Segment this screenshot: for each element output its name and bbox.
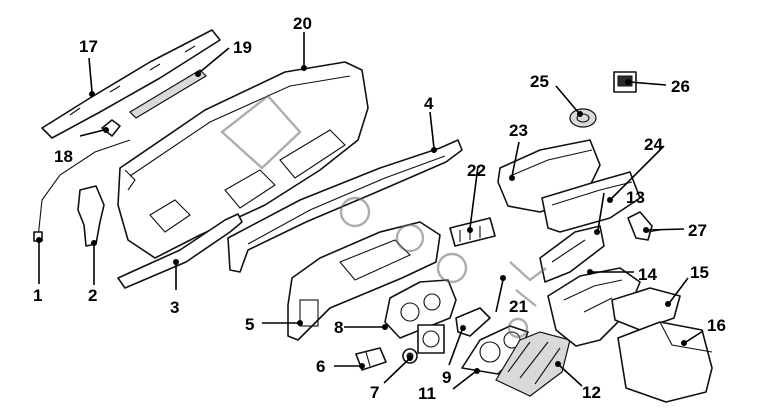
label-20: 20 xyxy=(293,14,312,33)
part-20-dashboard-shell xyxy=(117,61,369,259)
label-11: 11 xyxy=(418,384,436,403)
part-22-switch-block xyxy=(449,217,496,247)
label-27: 27 xyxy=(688,221,707,240)
part-27-key-cylinder xyxy=(627,211,661,241)
label-16: 16 xyxy=(707,316,726,335)
part-13-console-upper xyxy=(539,225,605,283)
part-24-glovebox-bin xyxy=(541,171,641,233)
label-25: 25 xyxy=(530,72,549,91)
part-number-labels: 1 2 3 4 5 6 7 8 9 11 12 13 14 15 16 17 1… xyxy=(33,14,726,403)
part-2-bracket xyxy=(77,185,105,247)
label-21: 21 xyxy=(509,297,528,316)
label-23: 23 xyxy=(509,121,528,140)
label-14: 14 xyxy=(638,265,657,284)
part-16-console-box xyxy=(617,321,713,403)
label-8: 8 xyxy=(334,318,343,337)
part-10-gauge-face xyxy=(417,324,445,354)
leader-lines xyxy=(38,32,704,390)
part-5-instrument-surround xyxy=(287,221,441,341)
part-25-round-cover xyxy=(569,108,597,128)
label-13: 13 xyxy=(626,188,645,207)
label-17: 17 xyxy=(79,37,98,56)
label-5: 5 xyxy=(245,315,254,334)
label-12: 12 xyxy=(582,383,601,402)
label-26: 26 xyxy=(671,77,690,96)
label-9: 9 xyxy=(442,368,451,387)
label-19: 19 xyxy=(233,38,252,57)
label-3: 3 xyxy=(170,298,179,317)
label-22: 22 xyxy=(467,161,486,180)
label-7: 7 xyxy=(370,383,379,402)
part-4-upper-cover xyxy=(227,139,463,273)
label-1: 1 xyxy=(33,286,42,305)
part-15-armrest-lid xyxy=(611,287,681,331)
leader-dots xyxy=(36,65,687,374)
part-17-defroster-duct xyxy=(41,29,221,139)
part-3-lower-trim xyxy=(117,213,243,289)
watermark xyxy=(220,94,547,339)
label-6: 6 xyxy=(316,357,325,376)
label-4: 4 xyxy=(424,94,434,113)
part-11-cluster-bezel xyxy=(461,325,529,375)
part-8-gauge-housing xyxy=(384,279,457,339)
label-24: 24 xyxy=(644,135,663,154)
label-15: 15 xyxy=(690,263,709,282)
label-18: 18 xyxy=(54,147,73,166)
part-18-small-vent xyxy=(101,119,121,137)
part-19-vent-strip xyxy=(129,69,207,119)
label-2: 2 xyxy=(88,286,97,305)
